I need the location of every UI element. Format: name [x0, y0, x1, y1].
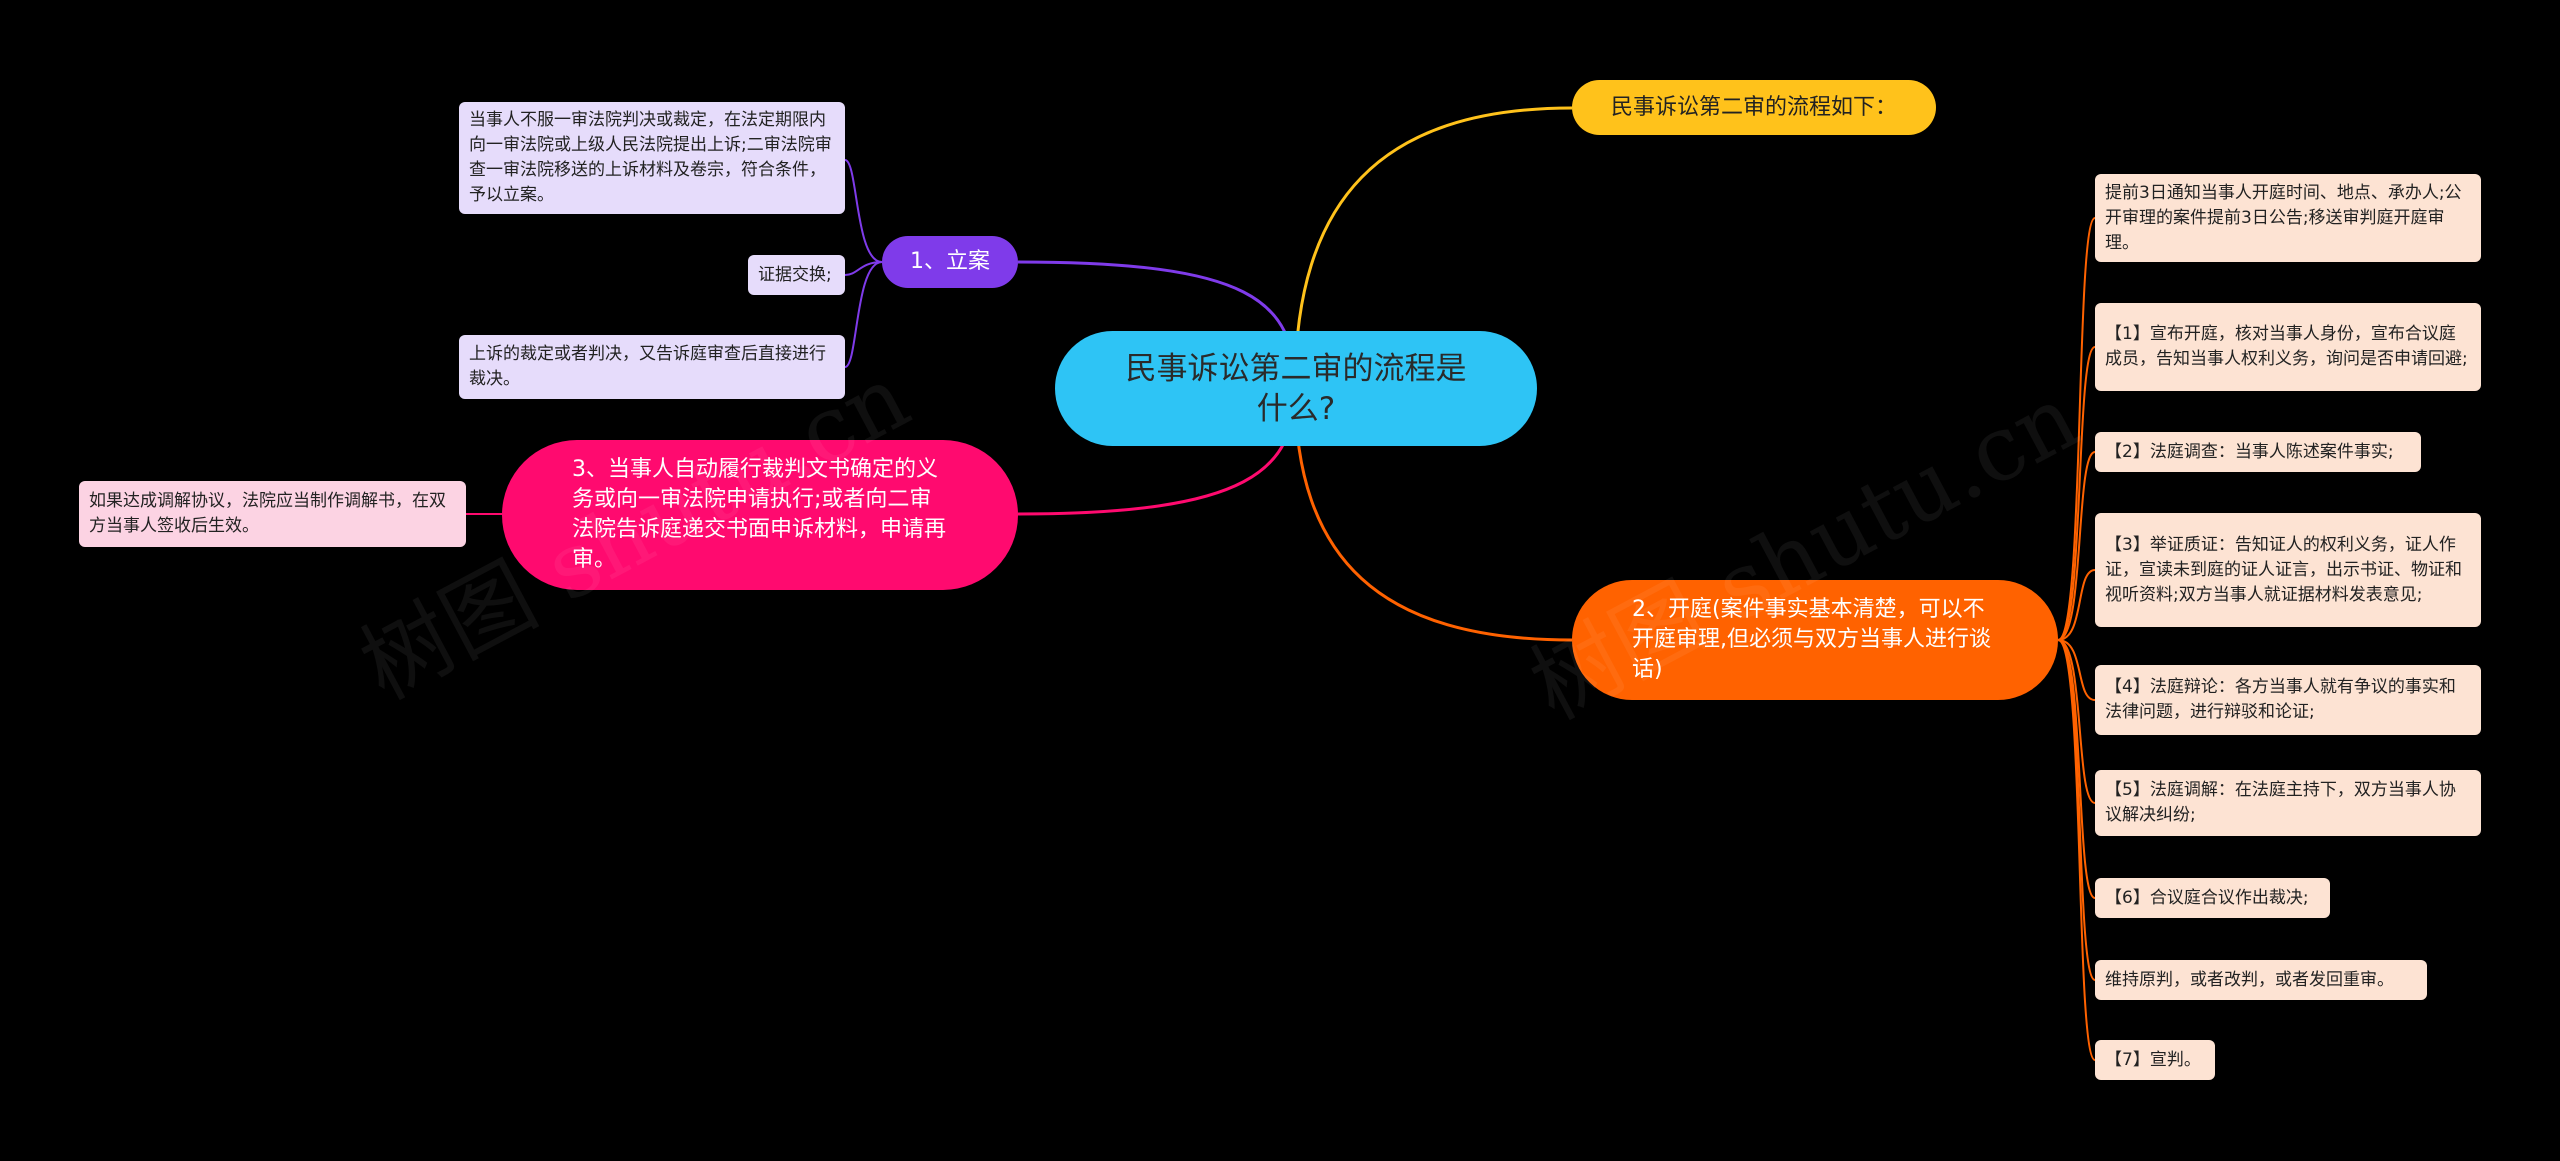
central-topic[interactable]: 民事诉讼第二审的流程是什么? [1055, 331, 1537, 446]
branch-2-leaf-3[interactable]: 【2】法庭调查：当事人陈述案件事实; [2095, 432, 2421, 472]
branch-2-leaf-4[interactable]: 【3】举证质证：告知证人的权利义务，证人作证，宣读未到庭的证人证言，出示书证、物… [2095, 513, 2481, 627]
branch-2-hearing[interactable]: 2、开庭(案件事实基本清楚，可以不开庭审理,但必须与双方当事人进行谈话) [1572, 580, 2058, 700]
leaf-text: 【5】法庭调解：在法庭主持下，双方当事人协议解决纠纷; [2105, 780, 2456, 825]
link-b2-leaf-6 [2057, 639, 2096, 804]
link-b1-leaf-3 [844, 261, 883, 368]
link-b2-leaf-2 [2057, 346, 2096, 641]
branch-2-leaf-9[interactable]: 【7】宣判。 [2095, 1040, 2215, 1080]
branch-1-label: 1、立案 [910, 249, 990, 274]
link-b2-leaf-5 [2057, 639, 2096, 701]
link-b2-leaf-4 [2057, 569, 2096, 641]
branch-2-leaf-1[interactable]: 提前3日通知当事人开庭时间、地点、承办人;公开审理的案件提前3日公告;移送审判庭… [2095, 174, 2481, 262]
link-b2-leaf-7 [2057, 639, 2096, 899]
branch-2-label: 2、开庭(案件事实基本清楚，可以不开庭审理,但必须与双方当事人进行谈话) [1632, 597, 1991, 682]
branch-2-leaf-7[interactable]: 【6】合议庭合议作出裁决; [2095, 878, 2330, 918]
leaf-text: 【7】宣判。 [2105, 1049, 2201, 1070]
link-b1-leaf-1 [844, 159, 883, 263]
branch-summary[interactable]: 民事诉讼第二审的流程如下： [1572, 80, 1936, 135]
leaf-text: 【2】法庭调查：当事人陈述案件事实; [2105, 441, 2394, 462]
branch-summary-label: 民事诉讼第二审的流程如下： [1610, 94, 1897, 120]
branch-2-leaf-8[interactable]: 维持原判，或者改判，或者发回重审。 [2095, 960, 2427, 1000]
leaf-text: 【1】宣布开庭，核对当事人身份，宣布合议庭成员，告知当事人权利义务，询问是否申请… [2105, 324, 2468, 369]
link-b2-leaf-9 [2057, 639, 2096, 1061]
branch-2-leaf-2[interactable]: 【1】宣布开庭，核对当事人身份，宣布合议庭成员，告知当事人权利义务，询问是否申请… [2095, 303, 2481, 391]
branch-3-leaf-1[interactable]: 如果达成调解协议，法院应当制作调解书，在双方当事人签收后生效。 [79, 481, 466, 547]
leaf-text: 当事人不服一审法院判决或裁定，在法定期限内向一审法院或上级人民法院提出上诉;二审… [469, 110, 832, 205]
branch-1-leaf-3[interactable]: 上诉的裁定或者判决，又告诉庭审查后直接进行裁决。 [459, 335, 845, 399]
leaf-text: 【4】法庭辩论：各方当事人就有争议的事实和法律问题，进行辩驳和论证; [2105, 677, 2456, 722]
leaf-text: 【3】举证质证：告知证人的权利义务，证人作证，宣读未到庭的证人证言，出示书证、物… [2105, 534, 2462, 605]
leaf-text: 维持原判，或者改判，或者发回重审。 [2105, 969, 2394, 990]
leaf-text: 证据交换; [758, 264, 832, 285]
leaf-text: 提前3日通知当事人开庭时间、地点、承办人;公开审理的案件提前3日公告;移送审判庭… [2105, 182, 2462, 253]
branch-1-leaf-1[interactable]: 当事人不服一审法院判决或裁定，在法定期限内向一审法院或上级人民法院提出上诉;二审… [459, 102, 845, 214]
link-b2-leaf-1 [2057, 217, 2096, 641]
leaf-text: 如果达成调解协议，法院应当制作调解书，在双方当事人签收后生效。 [89, 491, 446, 536]
branch-2-leaf-5[interactable]: 【4】法庭辩论：各方当事人就有争议的事实和法律问题，进行辩驳和论证; [2095, 665, 2481, 735]
central-topic-label: 民事诉讼第二审的流程是什么? [1125, 350, 1467, 427]
link-center-branch-2 [1293, 387, 1573, 642]
branch-1-leaf-2[interactable]: 证据交换; [748, 255, 845, 295]
branch-3-label: 3、当事人自动履行裁判文书确定的义务或向一审法院申请执行;或者向二审法院告诉庭递… [572, 457, 947, 572]
leaf-text: 上诉的裁定或者判决，又告诉庭审查后直接进行裁决。 [469, 344, 826, 389]
leaf-text: 【6】合议庭合议作出裁决; [2105, 887, 2309, 908]
link-b2-leaf-3 [2057, 451, 2096, 641]
link-center-top [1293, 106, 1573, 389]
branch-1-filing[interactable]: 1、立案 [882, 236, 1018, 288]
branch-3-enforcement[interactable]: 3、当事人自动履行裁判文书确定的义务或向一审法院申请执行;或者向二审法院告诉庭递… [502, 440, 1018, 590]
branch-2-leaf-6[interactable]: 【5】法庭调解：在法庭主持下，双方当事人协议解决纠纷; [2095, 770, 2481, 836]
